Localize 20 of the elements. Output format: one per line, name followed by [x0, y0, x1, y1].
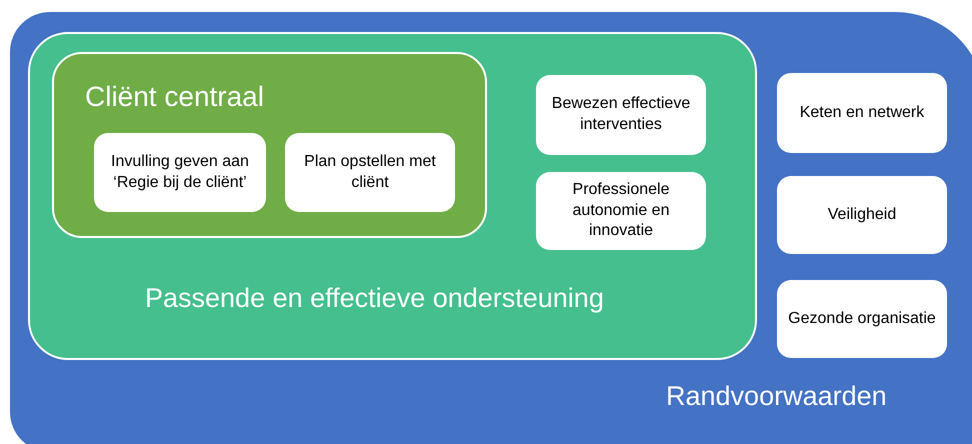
client-panel [52, 52, 487, 238]
text-box [94, 133, 266, 212]
text-box [777, 73, 947, 153]
box-text: Bewezen effectieve interventies [550, 94, 692, 135]
text-box [777, 280, 947, 358]
outer-panel [10, 12, 972, 444]
panel-heading: Cliënt centraal [85, 80, 264, 114]
text-box [777, 176, 947, 254]
box-text: Plan opstellen met cliënt [303, 152, 437, 192]
box-text: Keten en netwerk [800, 102, 924, 123]
text-box [536, 172, 706, 250]
box-text: Invulling geven aan ‘Regie bij de cliënt’ [110, 152, 250, 192]
panel-heading: Randvoorwaarden [666, 380, 887, 412]
box-text: Gezonde organisatie [788, 308, 936, 329]
text-box [536, 75, 706, 155]
support-panel [28, 32, 757, 360]
box-text: Professionele autonomie en innovatie [572, 180, 670, 242]
box-text: Veiligheid [828, 204, 896, 225]
text-box [285, 133, 455, 212]
panel-heading: Passende en effectieve ondersteuning [145, 282, 604, 314]
